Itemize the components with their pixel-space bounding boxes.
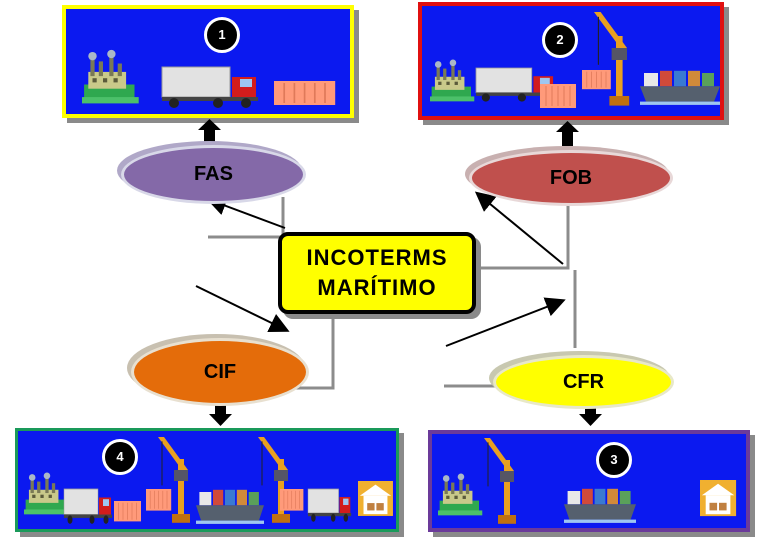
fas-oval: FAS: [121, 145, 306, 204]
cfr-oval: CFR: [493, 355, 674, 409]
fas-label: FAS: [194, 163, 233, 185]
step-number-1: 1: [204, 17, 240, 53]
step-number-2: 2: [542, 22, 578, 58]
center-title-box: INCOTERMS MARÍTIMO: [278, 232, 476, 314]
panel-1: 1: [62, 5, 354, 118]
cif-oval: CIF: [131, 338, 309, 406]
cif-label: CIF: [203, 360, 237, 383]
fob-label: FOB: [549, 166, 593, 189]
panel-4: 4: [15, 428, 399, 532]
panel-3: 3: [428, 430, 750, 532]
center-title-line2: MARÍTIMO: [317, 275, 437, 300]
fob-oval: FOB: [469, 150, 673, 206]
panel-2: 2: [418, 2, 724, 120]
center-title-line1: INCOTERMS: [306, 245, 448, 270]
cfr-label: CFR: [562, 370, 605, 393]
step-number-3: 3: [596, 442, 632, 478]
step-number-4: 4: [102, 439, 138, 475]
